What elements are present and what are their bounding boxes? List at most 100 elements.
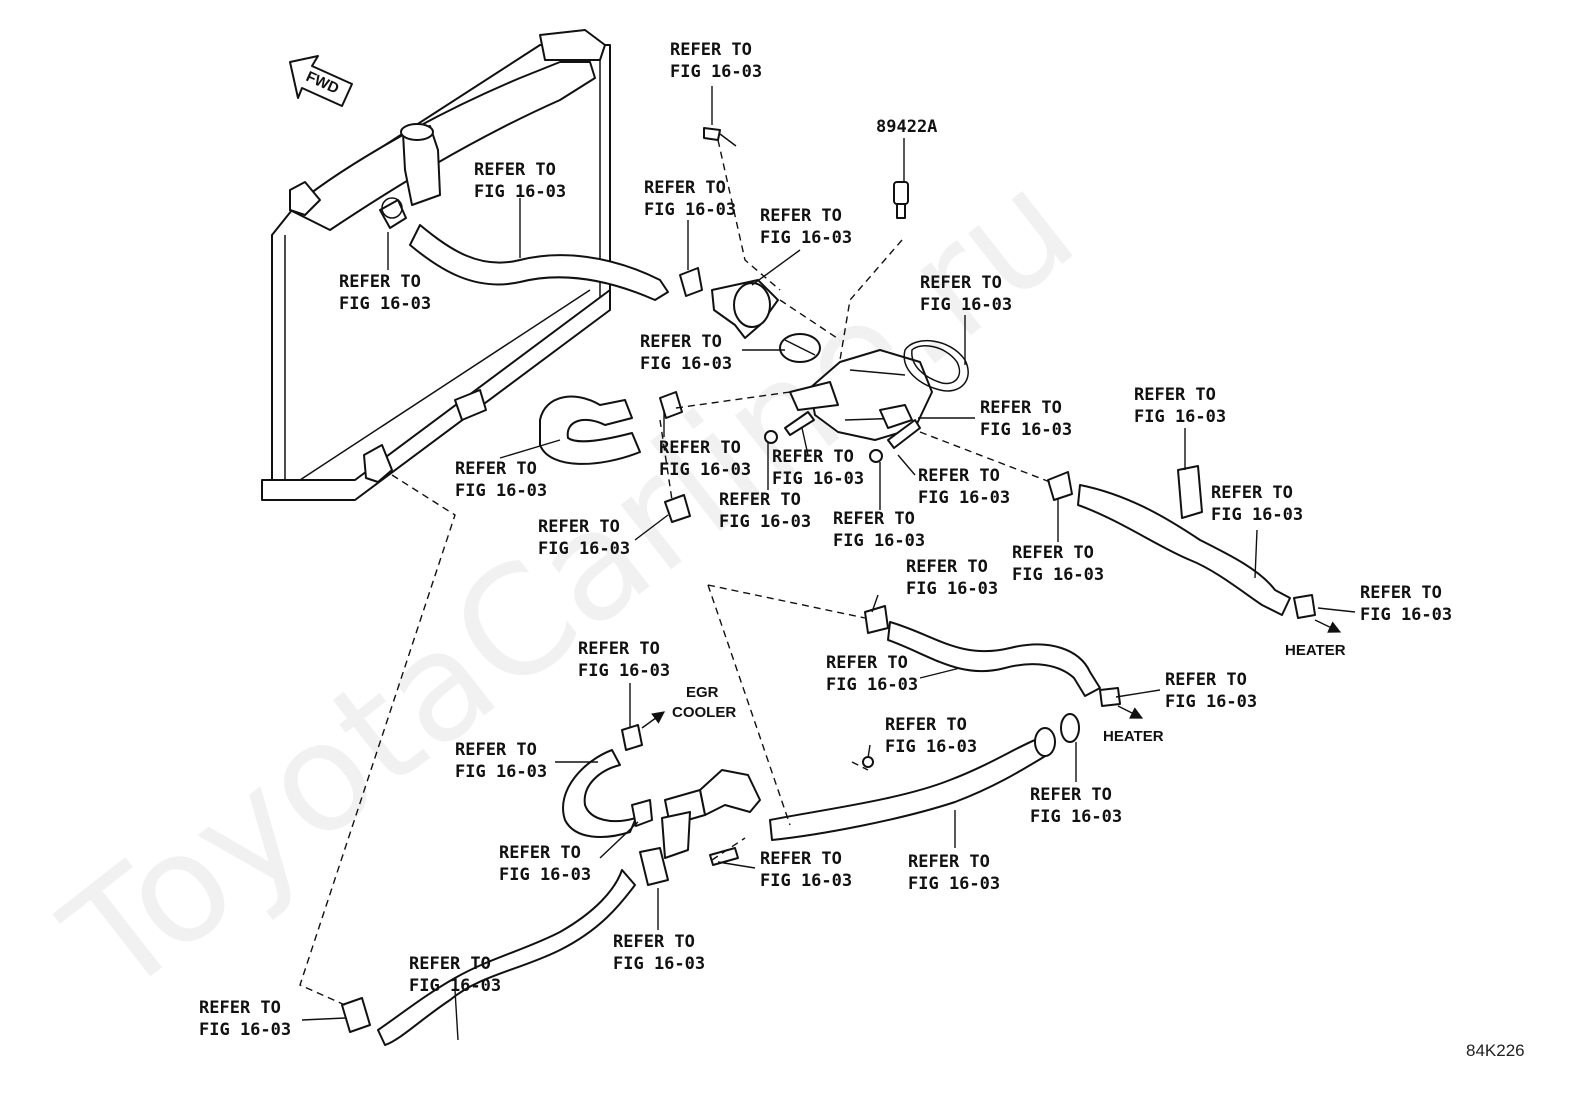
connection-line [659,419,673,501]
svg-text:FIG 16-03: FIG 16-03 [1211,505,1303,525]
svg-text:REFER TO: REFER TO [199,998,281,1018]
svg-text:REFER TO: REFER TO [578,639,660,659]
bolt [703,127,737,147]
svg-text:REFER TO: REFER TO [474,160,556,180]
svg-text:FIG 16-03: FIG 16-03 [760,228,852,248]
svg-text:REFER TO: REFER TO [906,557,988,577]
svg-text:REFER TO: REFER TO [760,849,842,869]
svg-text:REFER TO: REFER TO [760,206,842,226]
svg-text:FIG 16-03: FIG 16-03 [455,481,547,501]
stud-bolt [887,419,921,449]
egr-cooler-label: EGR [686,684,719,701]
heater-hose [887,621,1101,697]
nut [869,449,883,463]
svg-text:REFER TO: REFER TO [1134,385,1216,405]
heater-label: HEATER [1285,642,1346,659]
svg-text:REFER TO: REFER TO [455,740,537,760]
heater-label: HEATER [1103,728,1164,745]
svg-text:FIG 16-03: FIG 16-03 [906,579,998,599]
hose-clamp [679,267,703,297]
svg-text:FIG 16-03: FIG 16-03 [644,200,736,220]
svg-text:REFER TO: REFER TO [659,438,741,458]
egr-cooler-label: COOLER [672,704,736,721]
connection-line [711,837,746,861]
coolant-temp-sensor [893,181,909,219]
hose-clamp [864,605,889,634]
hose-clamp [631,799,653,827]
connection-line [707,584,791,826]
svg-text:FIG 16-03: FIG 16-03 [640,354,732,374]
svg-text:FIG 16-03: FIG 16-03 [455,762,547,782]
egr-cooler-hose [562,749,637,838]
svg-text:REFER TO: REFER TO [538,517,620,537]
svg-text:REFER TO: REFER TO [1030,785,1112,805]
svg-text:FIG 16-03: FIG 16-03 [1012,565,1104,585]
svg-text:FIG 16-03: FIG 16-03 [980,420,1072,440]
svg-text:REFER TO: REFER TO [1012,543,1094,563]
svg-text:FIG 16-03: FIG 16-03 [920,295,1012,315]
svg-text:FIG 16-03: FIG 16-03 [826,675,918,695]
svg-text:FIG 16-03: FIG 16-03 [199,1020,291,1040]
svg-text:FIG 16-03: FIG 16-03 [538,539,630,559]
connection-line [717,139,781,291]
svg-text:FIG 16-03: FIG 16-03 [772,469,864,489]
flow-arrow-icon [1117,705,1144,719]
svg-text:REFER TO: REFER TO [1360,583,1442,603]
leader-lines [301,86,1356,1041]
hose-clamp [639,847,669,886]
gasket-ring [903,340,969,392]
svg-text:FIG 16-03: FIG 16-03 [760,871,852,891]
svg-text:FIG 16-03: FIG 16-03 [499,865,591,885]
svg-text:REFER TO: REFER TO [1165,670,1247,690]
svg-text:FIG 16-03: FIG 16-03 [833,531,925,551]
svg-text:REFER TO: REFER TO [339,272,421,292]
nut [764,430,778,444]
thermostat [779,333,821,363]
svg-text:REFER TO: REFER TO [885,715,967,735]
svg-text:FIG 16-03: FIG 16-03 [908,874,1000,894]
svg-text:FIG 16-03: FIG 16-03 [578,661,670,681]
water-bypass-pipe [661,713,1080,866]
connection-line [779,299,841,341]
flow-arrow-icon [1314,619,1342,633]
connection-line [851,761,869,771]
svg-text:REFER TO: REFER TO [719,490,801,510]
svg-text:FIG 16-03: FIG 16-03 [659,460,751,480]
hose-clamp [1099,687,1121,707]
svg-text:FIG 16-03: FIG 16-03 [1030,807,1122,827]
svg-text:REFER TO: REFER TO [908,852,990,872]
hose-clamp [1047,471,1073,501]
connection-line [707,584,866,619]
connection-line [839,239,903,361]
svg-text:FIG 16-03: FIG 16-03 [409,976,501,996]
svg-text:FIG 16-03: FIG 16-03 [670,62,762,82]
heater-hose [1077,484,1291,616]
svg-text:REFER TO: REFER TO [409,954,491,974]
figure-code: 84K226 [1466,1041,1525,1060]
svg-text:FIG 16-03: FIG 16-03 [918,488,1010,508]
svg-text:REFER TO: REFER TO [670,40,752,60]
svg-text:FIG 16-03: FIG 16-03 [339,294,431,314]
svg-text:FIG 16-03: FIG 16-03 [885,737,977,757]
svg-text:REFER TO: REFER TO [1211,483,1293,503]
